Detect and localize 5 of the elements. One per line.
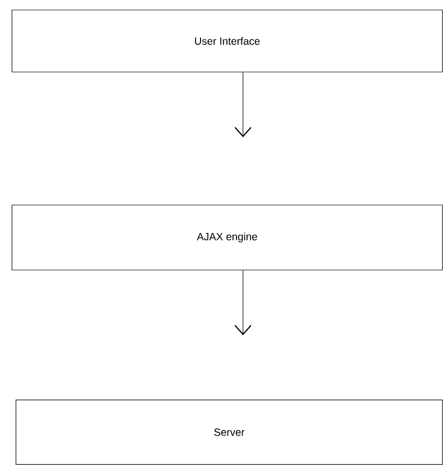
process-box: User Interface [12,10,443,72]
process-box: Server [16,400,443,465]
arrow [234,270,252,336]
arrow [234,72,252,138]
process-box: AJAX engine [12,204,443,270]
